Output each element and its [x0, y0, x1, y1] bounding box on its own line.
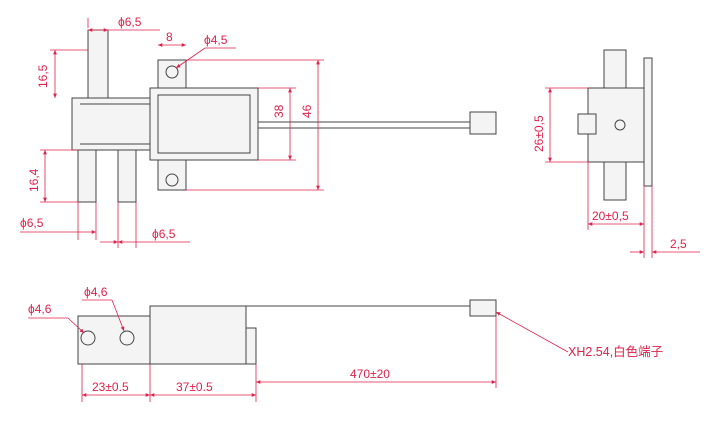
mount-hole-bottom [165, 173, 179, 187]
dim-post-left-dia: ϕ6,5 [20, 216, 44, 230]
dim-side-plate: 2,5 [670, 237, 687, 251]
mount-hole-top [165, 65, 179, 79]
dim-front-hole-right: ϕ4,6 [84, 285, 108, 299]
front-hole-right [119, 330, 135, 346]
dim-flange-width: 8 [166, 30, 173, 44]
front-rear [245, 327, 257, 365]
side-view: 26±0,5 20±0,5 2,5 [532, 49, 700, 258]
dim-front-hole-left: ϕ4,6 [28, 302, 52, 316]
side-post-bottom [603, 161, 627, 201]
dim-coil-height: 38 [272, 104, 286, 118]
connector-note: XH2.54,白色端子 [568, 344, 663, 359]
top-view: ϕ6,5 8 ϕ4,5 16,5 38 46 16,4 ϕ6,5 ϕ6,5 [20, 15, 497, 248]
dim-post-bottom: 16,4 [27, 168, 41, 192]
front-view: ϕ4,6 ϕ4,6 23±0.5 37±0.5 470±20 XH2.54,白色… [28, 285, 663, 402]
side-connector [577, 113, 597, 135]
front-hole-left [80, 330, 96, 346]
coil-frame [149, 87, 259, 161]
dim-hole-dia: ϕ4,5 [204, 33, 228, 47]
dim-post-top: 16,5 [36, 64, 50, 88]
dim-post-right-dia: ϕ6,5 [152, 227, 176, 241]
dim-flange-height: 46 [300, 104, 314, 118]
dim-side-width: 20±0,5 [592, 209, 629, 223]
side-post-top [603, 49, 627, 89]
lower-right-post [117, 149, 137, 203]
connector [469, 111, 497, 135]
dim-post-dia: ϕ6,5 [118, 15, 142, 29]
dim-side-height: 26±0,5 [532, 115, 546, 152]
front-connector [469, 299, 497, 317]
side-plate [643, 57, 653, 187]
front-posts [77, 315, 151, 365]
upper-post [87, 29, 109, 99]
lower-left-post [77, 149, 97, 203]
dim-wire-length: 470±20 [350, 367, 390, 381]
solenoid-body [71, 97, 153, 151]
side-hole [614, 119, 626, 131]
dim-front-offset-2: 37±0.5 [176, 380, 213, 394]
coil-window [157, 94, 251, 154]
dim-front-offset-1: 23±0.5 [92, 380, 129, 394]
front-body [149, 305, 247, 365]
